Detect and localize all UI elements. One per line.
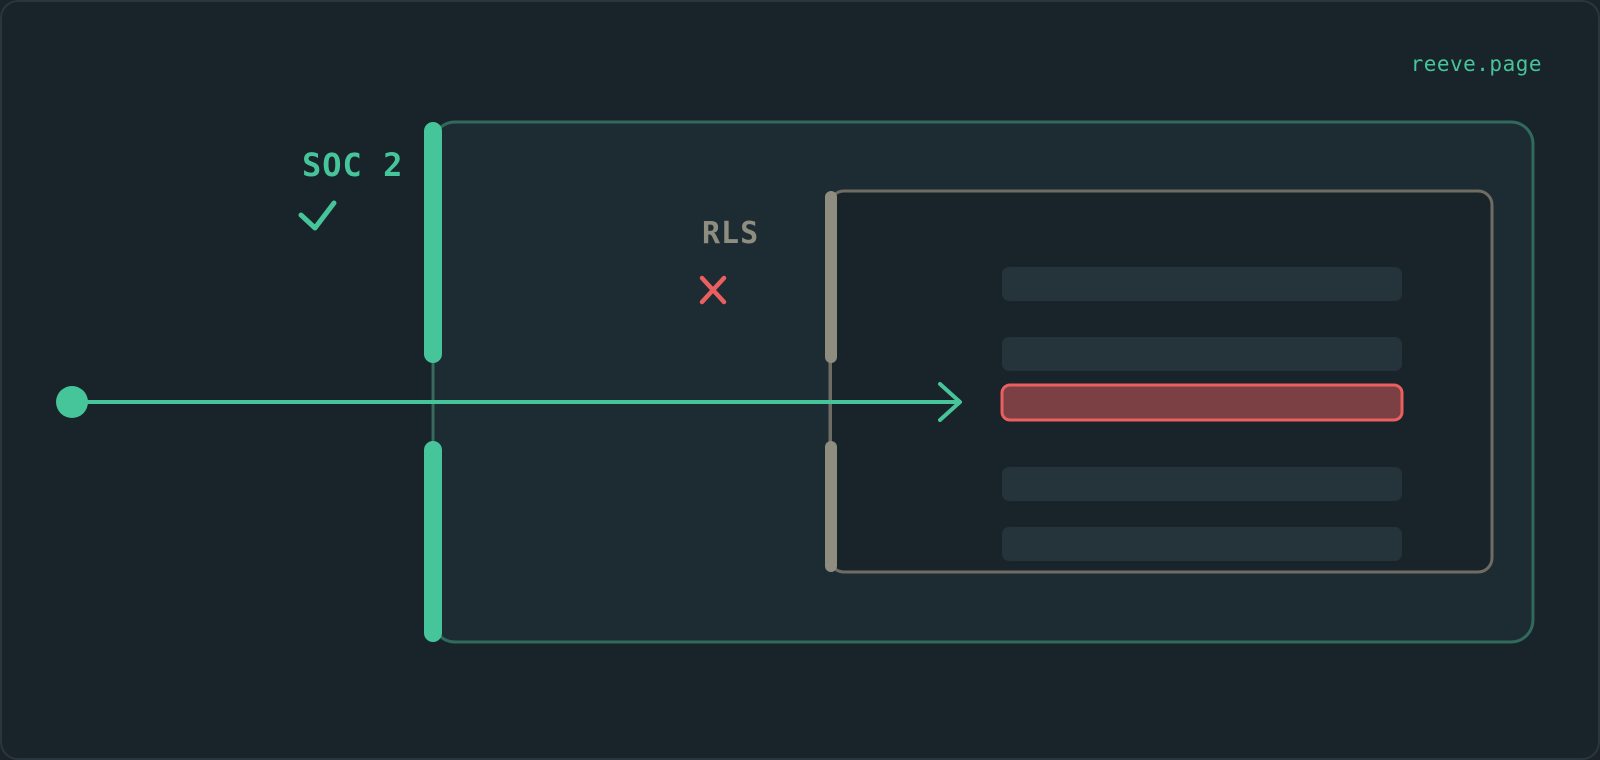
data-row — [1002, 337, 1402, 371]
brand-label: reeve.page — [1410, 52, 1542, 76]
inner-gate-bottom — [825, 441, 837, 572]
outer-gate-bottom — [424, 441, 442, 642]
inner-layer-label: RLS — [702, 216, 760, 251]
request-origin-dot — [56, 386, 88, 418]
outer-layer-label: SOC 2 — [302, 146, 404, 184]
data-row — [1002, 527, 1402, 561]
outer-gate-top — [424, 122, 442, 363]
data-rows — [1000, 267, 1404, 561]
cross-icon — [699, 275, 727, 305]
inner-gate-top — [825, 191, 837, 363]
data-row — [1002, 467, 1402, 501]
check-icon — [298, 200, 337, 231]
request-arrow — [56, 382, 962, 422]
inner-container — [828, 189, 1494, 574]
data-row — [1002, 267, 1402, 301]
data-row-highlighted — [1000, 383, 1404, 422]
request-arrow-head — [938, 382, 962, 422]
